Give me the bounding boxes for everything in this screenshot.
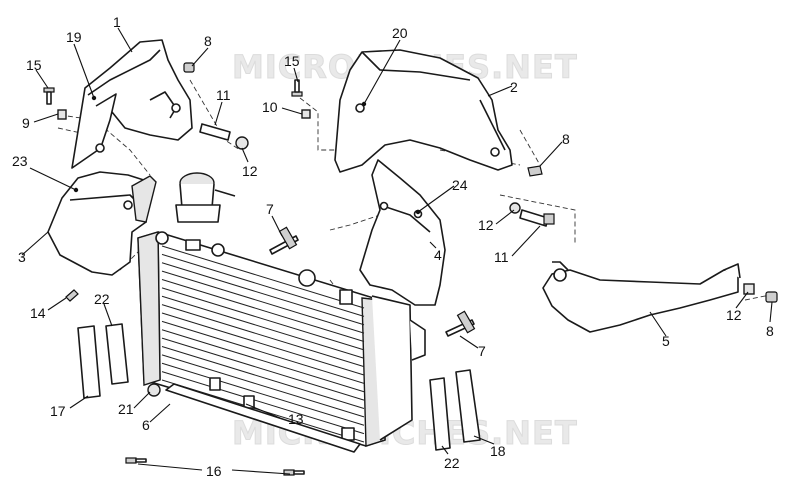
bolt-part-8-lower <box>765 291 778 303</box>
callout-12-upper: 12 <box>242 163 258 179</box>
screw-part-16-right <box>283 469 305 476</box>
bolt-part-8-mid <box>527 165 543 177</box>
callout-3: 3 <box>18 249 26 265</box>
callout-16: 16 <box>206 463 222 479</box>
foam-strip-part-22-right <box>429 377 451 451</box>
lower-left-shroud-part-3 <box>47 171 157 276</box>
radiator-fin <box>161 262 365 326</box>
radiator-fins <box>161 245 365 443</box>
callout-7-upper: 7 <box>266 201 274 217</box>
callout-1: 1 <box>113 14 121 30</box>
spacer-part-11-upper <box>199 123 231 141</box>
radiator-fin <box>161 354 365 418</box>
grommet-part-9-left <box>57 109 67 120</box>
callout-13: 13 <box>288 411 304 427</box>
callout-labels: 1 19 8 15 9 11 12 23 3 14 22 17 21 6 16 … <box>12 14 774 479</box>
callout-11-right: 11 <box>494 249 509 265</box>
radiator-fin <box>161 270 365 334</box>
screw-part-16-left <box>125 457 147 464</box>
radiator-fin <box>161 312 365 376</box>
callout-9: 9 <box>22 115 30 131</box>
radiator-fin <box>161 346 365 409</box>
callout-10: 10 <box>262 99 278 115</box>
callout-8-top: 8 <box>204 33 212 49</box>
callout-12-right: 12 <box>478 217 494 233</box>
bolt-part-7-lower <box>445 310 476 337</box>
grommet-part-12-lower <box>743 283 755 295</box>
bolt-part-7-upper <box>269 226 299 255</box>
radiator-fin <box>161 287 365 351</box>
callout-7-lower: 7 <box>478 343 486 359</box>
callout-15-left: 15 <box>26 57 42 73</box>
callout-22-right: 22 <box>444 455 460 471</box>
callout-6: 6 <box>142 417 150 433</box>
radiator-fin <box>161 304 365 368</box>
callout-15-right: 15 <box>284 53 300 69</box>
grommet-part-10 <box>301 109 311 119</box>
callout-20: 20 <box>392 25 408 41</box>
screw-part-15-left <box>43 87 55 105</box>
upper-right-shroud-part-2 <box>334 49 513 173</box>
lower-bar-part-6 <box>165 383 361 453</box>
callout-5: 5 <box>662 333 670 349</box>
radiator-fin <box>161 279 365 342</box>
grommet-part-12-upper <box>235 136 249 150</box>
bolt-part-8-upper <box>183 62 195 73</box>
callout-2: 2 <box>510 79 518 95</box>
callout-12-lower: 12 <box>726 307 742 323</box>
inner-shroud-part-4 <box>359 159 446 306</box>
callout-24: 24 <box>452 177 468 193</box>
radiator-cap-assembly <box>175 172 236 223</box>
radiator-fin <box>161 362 365 426</box>
callout-11-upper: 11 <box>216 87 231 103</box>
support-bracket-part-5 <box>542 261 741 333</box>
upper-left-shroud-part-1 <box>71 39 193 169</box>
callout-19: 19 <box>66 29 82 45</box>
foam-strip-part-17 <box>77 325 101 399</box>
radiator-fin <box>161 329 365 393</box>
radiator-fin <box>161 245 365 309</box>
spacer-part-11-right <box>519 209 555 227</box>
screw-part-14 <box>65 289 79 302</box>
leader-lines <box>21 27 773 475</box>
radiator-fin <box>161 320 365 384</box>
callout-8-mid: 8 <box>562 131 570 147</box>
foam-strip-part-18 <box>455 369 481 443</box>
callout-23: 23 <box>12 153 28 169</box>
callout-14: 14 <box>30 305 46 321</box>
callout-4: 4 <box>434 247 442 263</box>
radiator-fin <box>161 295 365 359</box>
radiator-fin <box>161 337 365 401</box>
callout-8-lower: 8 <box>766 323 774 339</box>
radiator-fin <box>161 253 365 317</box>
callout-21: 21 <box>118 401 134 417</box>
foam-strip-part-22-left <box>105 323 129 385</box>
callout-22-left: 22 <box>94 291 110 307</box>
callout-18: 18 <box>490 443 506 459</box>
grommet-part-21 <box>147 383 161 397</box>
radiator-fin <box>161 371 365 435</box>
callout-17: 17 <box>50 403 66 419</box>
